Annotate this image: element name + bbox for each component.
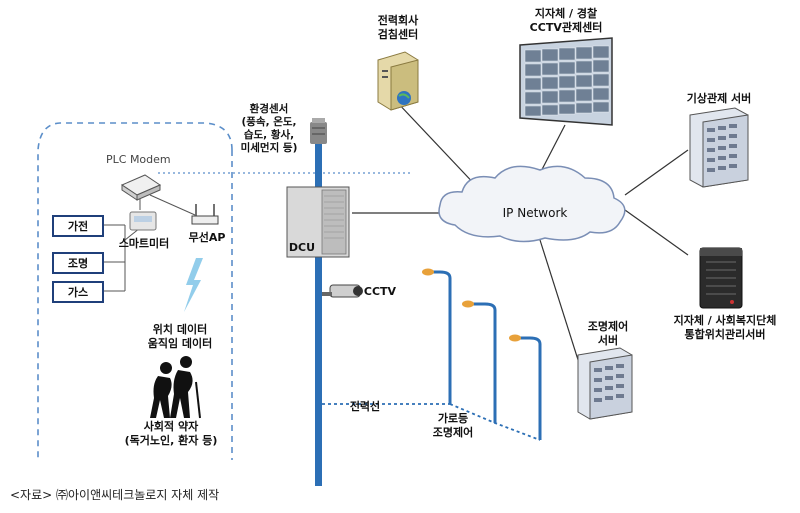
plc-modem-label: PLC Modem — [106, 153, 171, 166]
gas-box: 가스 — [52, 281, 104, 303]
cctv-center-label: 지자체 / 경찰 CCTV관제센터 — [529, 7, 603, 34]
street-lamp-2 — [473, 302, 497, 423]
street-lamp-3 — [520, 336, 542, 440]
wireless-signal-icon — [184, 258, 203, 312]
plc-modem-icon — [120, 174, 162, 201]
weather-server-rack-icon — [689, 107, 749, 188]
utility-pole — [315, 140, 322, 486]
power-company-label: 전력회사 검침센터 — [377, 14, 419, 41]
link-welfare-network — [624, 209, 689, 256]
ip-network-cloud-icon — [438, 165, 626, 243]
welfare-server-label: 지자체 / 사회복지단체 통합위치관리서버 — [673, 314, 777, 341]
dcu-label: DCU — [288, 241, 316, 254]
welfare-server-tower-icon — [699, 247, 743, 309]
lighting-server-label: 조명제어 서버 — [587, 320, 629, 347]
env-sensor-label: 환경센서 (풍속, 온도, 습도, 황사, 미세먼지 등) — [240, 103, 298, 155]
cctv-monitor-wall-icon — [519, 37, 613, 126]
power-line-label: 전력선 — [349, 400, 381, 413]
vulnerable-label: 사회적 약자 (독거노인, 환자 등) — [124, 420, 218, 447]
link-weather-network — [624, 149, 689, 196]
street-lamp-1 — [432, 270, 452, 404]
cctv-label: CCTV — [363, 285, 397, 298]
wireless-ap-label: 무선AP — [188, 231, 226, 244]
environment-sensor-icon — [310, 118, 327, 144]
household-boundary — [37, 122, 233, 460]
smart-meter-label: 스마트미터 — [118, 237, 170, 250]
weather-server-label: 기상관제 서버 — [686, 92, 752, 105]
smart-meter-icon — [129, 211, 157, 231]
ip-network-label: IP Network — [502, 206, 568, 220]
wireless-ap-icon — [191, 204, 219, 225]
appliance-box: 가전 — [52, 215, 104, 237]
elderly-people-icon — [150, 356, 201, 419]
street-light-label: 가로등 조명제어 — [432, 412, 474, 439]
location-data-label: 위치 데이터 움직임 데이터 — [147, 323, 213, 350]
dcu-cabinet-icon — [286, 186, 350, 258]
link-power-network — [394, 99, 481, 191]
lighting-server-rack-icon — [577, 347, 633, 420]
lighting-box: 조명 — [52, 252, 104, 274]
cctv-camera-icon — [322, 284, 363, 298]
source-caption: <자료> ㈜아이앤씨테크놀로지 자체 제작 — [10, 488, 220, 502]
power-company-server-icon — [377, 51, 419, 111]
